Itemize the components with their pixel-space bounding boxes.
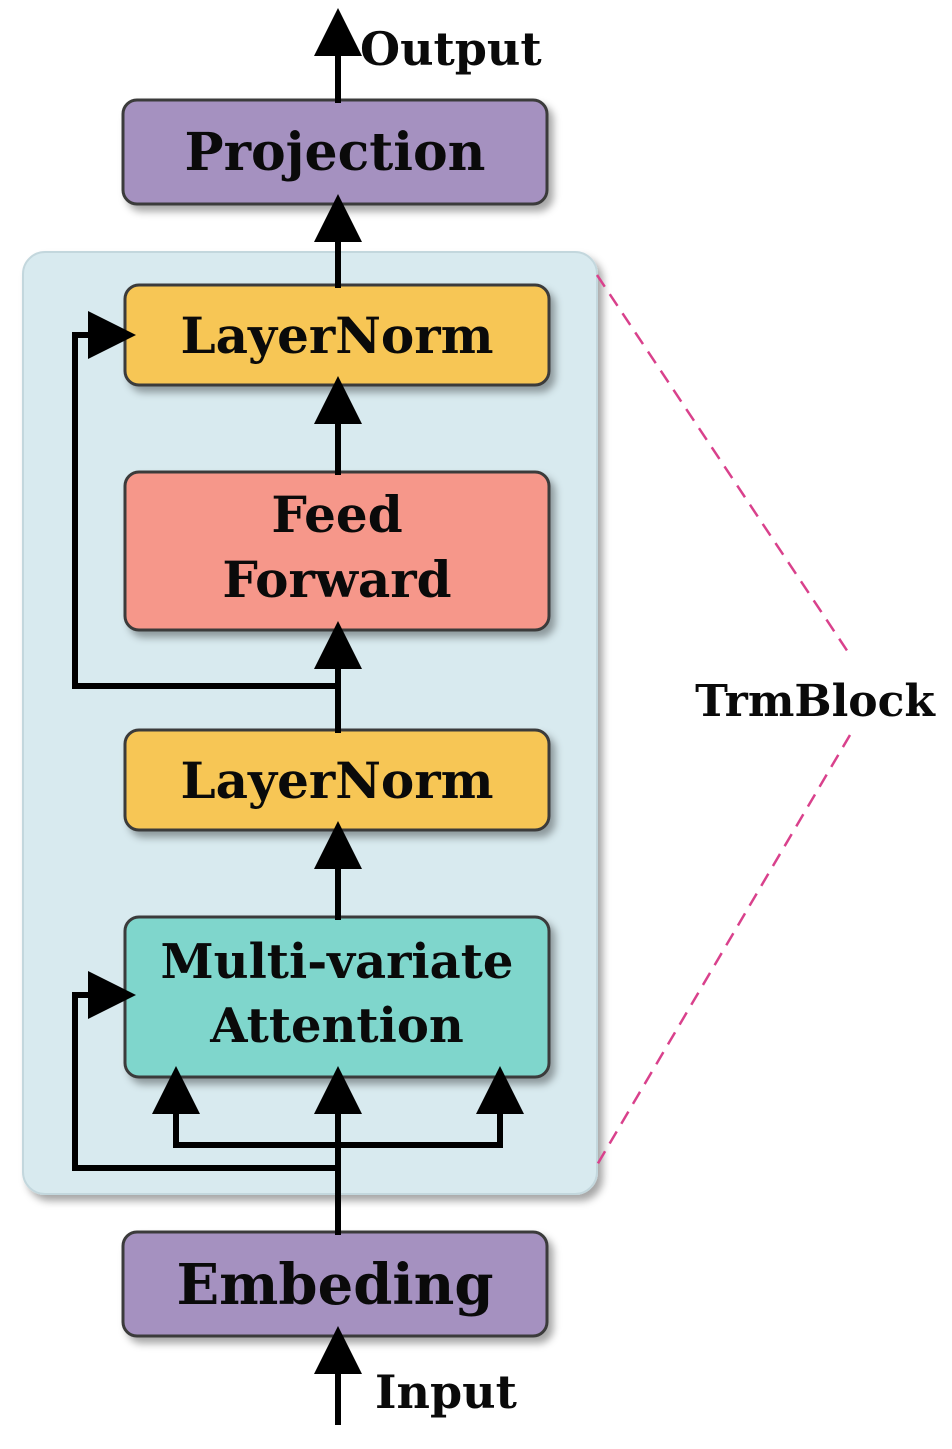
feed-forward-label-line2: Forward bbox=[222, 550, 451, 609]
projection-label: Projection bbox=[184, 122, 485, 183]
attention-label-line1: Multi-variate bbox=[161, 934, 514, 990]
embedding-label: Embeding bbox=[176, 1252, 493, 1318]
attention-branch-bar bbox=[173, 1102, 503, 1148]
input-label: Input bbox=[375, 1365, 518, 1419]
feed-forward-label-line1: Feed bbox=[271, 485, 402, 544]
connectors bbox=[72, 8, 524, 1425]
trm-block-bracket-lower bbox=[595, 734, 852, 1166]
residual-feedforward bbox=[72, 311, 341, 689]
attention-label-line2: Attention bbox=[209, 998, 464, 1054]
trm-block-label: TrmBlock bbox=[695, 676, 936, 727]
trm-block-bracket bbox=[595, 274, 852, 656]
layernorm-bottom-label: LayerNorm bbox=[180, 751, 493, 810]
output-label: Output bbox=[360, 22, 542, 76]
residual-attention bbox=[72, 971, 341, 1171]
layernorm-top-label: LayerNorm bbox=[180, 306, 493, 365]
